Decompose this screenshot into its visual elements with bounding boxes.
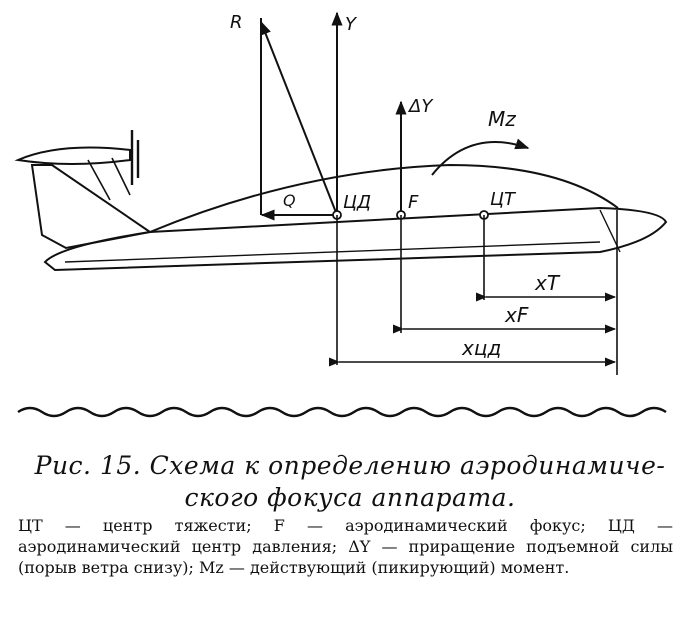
hull-chine-line <box>64 241 601 263</box>
wing-profile <box>149 163 619 233</box>
label-center-of-gravity: ЦТ <box>490 189 517 210</box>
label-center-of-pressure: ЦД <box>343 192 371 213</box>
label-xF: xF <box>504 303 529 327</box>
propeller <box>130 130 140 185</box>
aerodynamic-focus-diagram: R Y ΔY Mz Q ЦД F ЦТ xT xF xцд <box>14 11 668 418</box>
label-Mz: Mz <box>488 107 516 131</box>
caption-line-1: Рис. 15. Схема к определению аэродинамич… <box>34 451 666 480</box>
hull-outline <box>43 206 668 272</box>
label-Q: Q <box>283 191 296 210</box>
label-delta-Y: ΔY <box>407 96 434 117</box>
figure-legend: ЦТ — центр тяжести; F — аэродинамический… <box>18 516 673 577</box>
moment-Mz-arc <box>431 138 530 176</box>
force-vectors <box>260 11 530 221</box>
figure-caption: Рис. 15. Схема к определению аэродинамич… <box>0 450 700 514</box>
engine-pylon <box>87 157 131 201</box>
tail-fin <box>30 164 153 250</box>
aircraft-drawing <box>14 130 668 272</box>
engine-nacelle <box>14 146 131 165</box>
label-Y: Y <box>345 14 358 35</box>
dimension-lines <box>328 210 618 375</box>
water-surface <box>17 406 667 418</box>
resultant-R-arrow <box>260 20 338 216</box>
label-xT: xT <box>534 271 561 295</box>
label-xcd: xцд <box>461 336 501 360</box>
label-F: F <box>408 192 419 213</box>
caption-line-2: ского фокуса аппарата. <box>184 483 516 512</box>
label-R: R <box>230 12 243 33</box>
